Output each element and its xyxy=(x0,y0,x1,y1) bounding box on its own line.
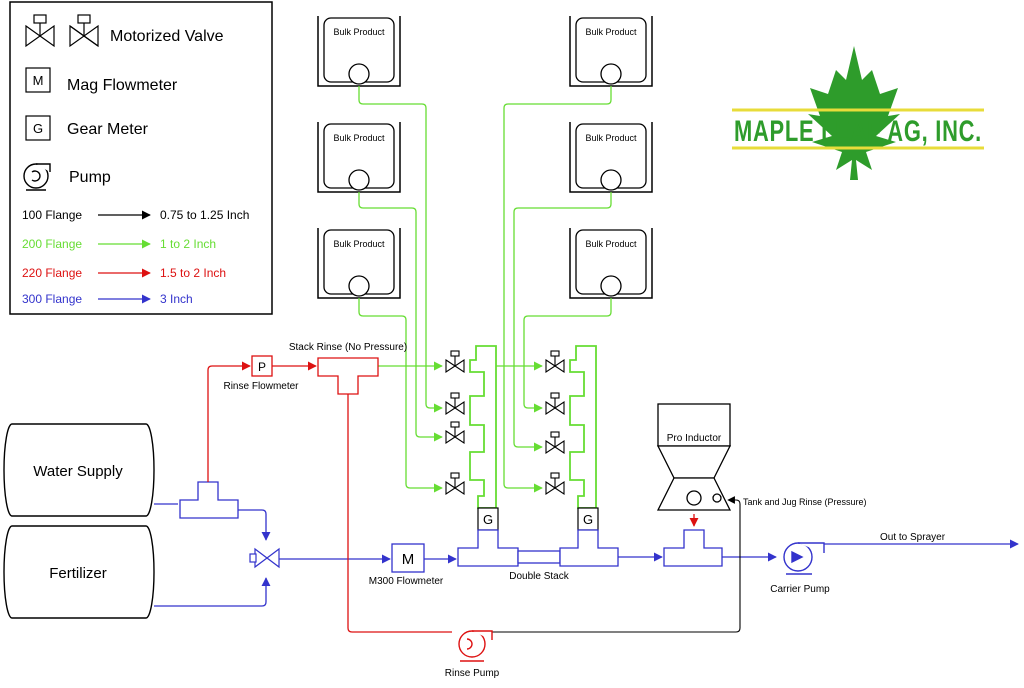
water-supply-label: Water Supply xyxy=(33,463,123,480)
stack-manifold-right xyxy=(569,345,597,509)
pro-inductor-label: Pro Inductor xyxy=(667,433,722,444)
legend-flange-300: 300 Flange xyxy=(22,292,82,306)
gear-meter-left: G xyxy=(477,507,499,531)
bulk-tank-label: Bulk Product xyxy=(585,239,637,249)
tank-jug-rinse-label: Tank and Jug Rinse (Pressure) xyxy=(743,497,867,507)
gear-meter-symbol: G xyxy=(583,512,593,527)
mag-flowmeter-icon xyxy=(25,67,51,93)
m300-symbol: M xyxy=(402,551,415,568)
pro-inductor xyxy=(656,403,732,511)
legend-mag-symbol: M xyxy=(33,73,44,88)
pump-icon xyxy=(23,163,51,191)
red-rinse-lines xyxy=(207,361,699,633)
green-product-lines xyxy=(358,86,612,493)
logo-text: MAPLE LEAF AG, INC. xyxy=(734,115,982,148)
gear-meter-right: G xyxy=(577,507,599,531)
motorized-valve-icon xyxy=(545,350,565,374)
legend-mag-flowmeter: Mag Flowmeter xyxy=(67,77,178,94)
bulk-tank-left-2: Bulk Product xyxy=(317,122,401,193)
rinse-pump-label: Rinse Pump xyxy=(445,668,500,679)
maple-leaf-icon xyxy=(808,46,900,180)
legend-motorized-valve: Motorized Valve xyxy=(110,28,224,45)
water-tee xyxy=(179,481,239,519)
bulk-tank-label: Bulk Product xyxy=(333,239,385,249)
motorized-valve-icon xyxy=(545,431,565,455)
fertilizer-label: Fertilizer xyxy=(49,565,107,582)
bulk-tank-right-1: Bulk Product xyxy=(569,16,653,87)
stack-rinse-tee xyxy=(317,357,379,395)
motorized-valve-icon xyxy=(545,392,565,416)
legend-gear-symbol: G xyxy=(33,121,43,136)
valves-right xyxy=(545,350,565,496)
legend-flange-200: 200 Flange xyxy=(22,237,82,251)
double-stack-label: Double Stack xyxy=(509,571,569,582)
legend-gear-meter: Gear Meter xyxy=(67,121,149,138)
fertilizer-tank: Fertilizer xyxy=(3,525,155,619)
bulk-tank-label: Bulk Product xyxy=(333,133,385,143)
rinse-flowmeter: P xyxy=(251,355,273,377)
legend-line-220: 220 Flange 1.5 to 2 Inch xyxy=(22,266,226,280)
legend-flange-220: 220 Flange xyxy=(22,266,82,280)
valves-left xyxy=(445,350,465,496)
m300-flowmeter: M xyxy=(391,543,425,573)
company-logo: MAPLE LEAF AG, INC. xyxy=(732,46,984,180)
bulk-tank-label: Bulk Product xyxy=(585,133,637,143)
motorized-valve-icon xyxy=(445,421,465,445)
rinse-pump-icon xyxy=(458,630,493,662)
m300-flowmeter-label: M300 Flowmeter xyxy=(369,576,444,587)
motorized-valve-icon xyxy=(445,350,465,374)
bulk-tank-left-1: Bulk Product xyxy=(317,16,401,87)
inductor-tee xyxy=(663,529,723,567)
bulk-tank-left-3: Bulk Product xyxy=(317,228,401,299)
motorized-valve-alt-icon xyxy=(69,14,99,48)
carrier-pump-icon xyxy=(783,542,825,575)
bulk-tank-right-3: Bulk Product xyxy=(569,228,653,299)
black-rinse-lines xyxy=(492,496,741,633)
motorized-valve-icon xyxy=(545,472,565,496)
bulk-tank-right-2: Bulk Product xyxy=(569,122,653,193)
legend-pump: Pump xyxy=(69,169,111,186)
carrier-pump-label: Carrier Pump xyxy=(770,584,830,595)
stack-manifold-left xyxy=(469,345,497,509)
legend-line-300: 300 Flange 3 Inch xyxy=(22,292,193,306)
rinse-flowmeter-label: Rinse Flowmeter xyxy=(223,381,299,392)
motorized-valve-icon xyxy=(445,472,465,496)
gear-meter-icon xyxy=(25,115,51,141)
motorized-valve-icon xyxy=(25,14,55,48)
bulk-tank-label: Bulk Product xyxy=(585,27,637,37)
stack-rinse-label: Stack Rinse (No Pressure) xyxy=(289,342,407,353)
water-supply-tank: Water Supply xyxy=(3,423,155,517)
legend-size-200: 1 to 2 Inch xyxy=(160,237,216,251)
blue-carrier-lines xyxy=(154,503,1019,607)
bulk-tank-label: Bulk Product xyxy=(333,27,385,37)
blend-valve-icon xyxy=(249,547,280,569)
legend-size-300: 3 Inch xyxy=(160,292,193,306)
rinse-flowmeter-symbol: P xyxy=(258,360,266,374)
legend: Motorized Valve M Mag Flowmeter G Gear M… xyxy=(9,1,273,315)
legend-line-100: 100 Flange 0.75 to 1.25 Inch xyxy=(22,208,249,222)
motorized-valve-icon xyxy=(445,392,465,416)
legend-flange-100: 100 Flange xyxy=(22,208,82,222)
bulk-tanks: Bulk Product Bulk Product Bulk Product B… xyxy=(317,16,653,299)
legend-size-100: 0.75 to 1.25 Inch xyxy=(160,208,249,222)
double-stack xyxy=(457,529,619,567)
legend-line-200: 200 Flange 1 to 2 Inch xyxy=(22,237,216,251)
out-to-sprayer-label: Out to Sprayer xyxy=(880,532,946,543)
gear-meter-symbol: G xyxy=(483,512,493,527)
legend-size-220: 1.5 to 2 Inch xyxy=(160,266,226,280)
